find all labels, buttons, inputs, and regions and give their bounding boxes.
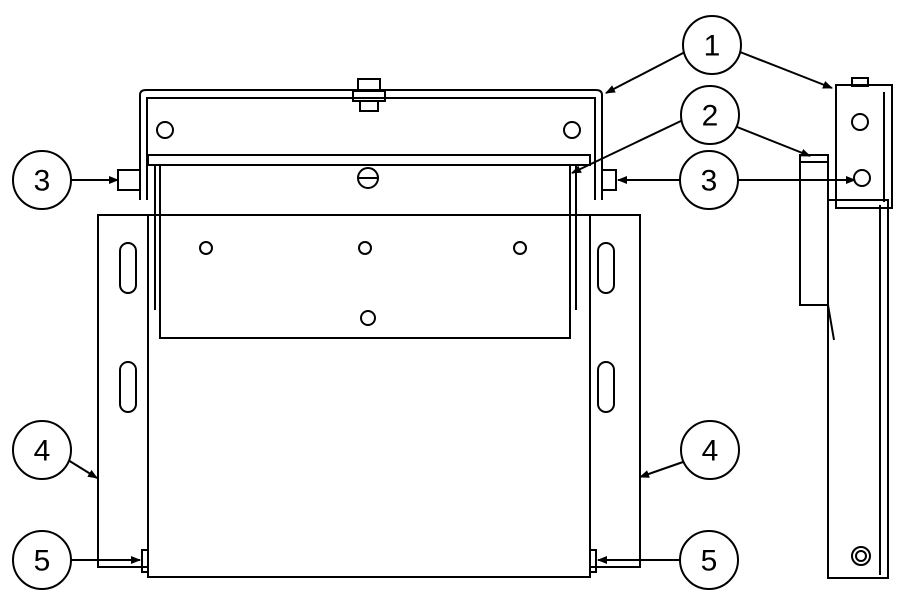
leader-1b [739,51,833,89]
side-plate-left [97,214,149,568]
leader-4a [67,459,98,479]
callout-2: 2 [680,85,740,145]
svg-text:1: 1 [704,30,721,63]
callout-1: 1 [682,15,742,75]
front-plate [147,154,591,339]
leader-4b [639,461,684,478]
svg-text:3: 3 [701,165,718,198]
svg-text:4: 4 [702,435,719,468]
callout-3-left: 3 [12,150,72,210]
svg-text:2: 2 [702,100,719,133]
svg-text:3: 3 [34,165,51,198]
callout-5-left: 5 [12,530,72,590]
svg-text:5: 5 [701,545,718,578]
foot-right [589,549,597,573]
spacer-left [117,169,141,191]
leader-2a [571,119,684,174]
main-panel [147,214,591,578]
callout-5-right: 5 [679,530,739,590]
callout-3-right: 3 [679,150,739,210]
top-bracket [139,78,603,200]
svg-text:5: 5 [34,545,51,578]
foot-left [141,549,149,573]
side-view [799,77,893,579]
spacer-right [601,169,617,191]
leader-1a [605,51,686,94]
callout-4-left: 4 [12,420,72,480]
svg-text:4: 4 [34,435,51,468]
side-plate-right [589,214,641,568]
leader-2b [736,126,811,157]
callout-4-right: 4 [680,420,740,480]
